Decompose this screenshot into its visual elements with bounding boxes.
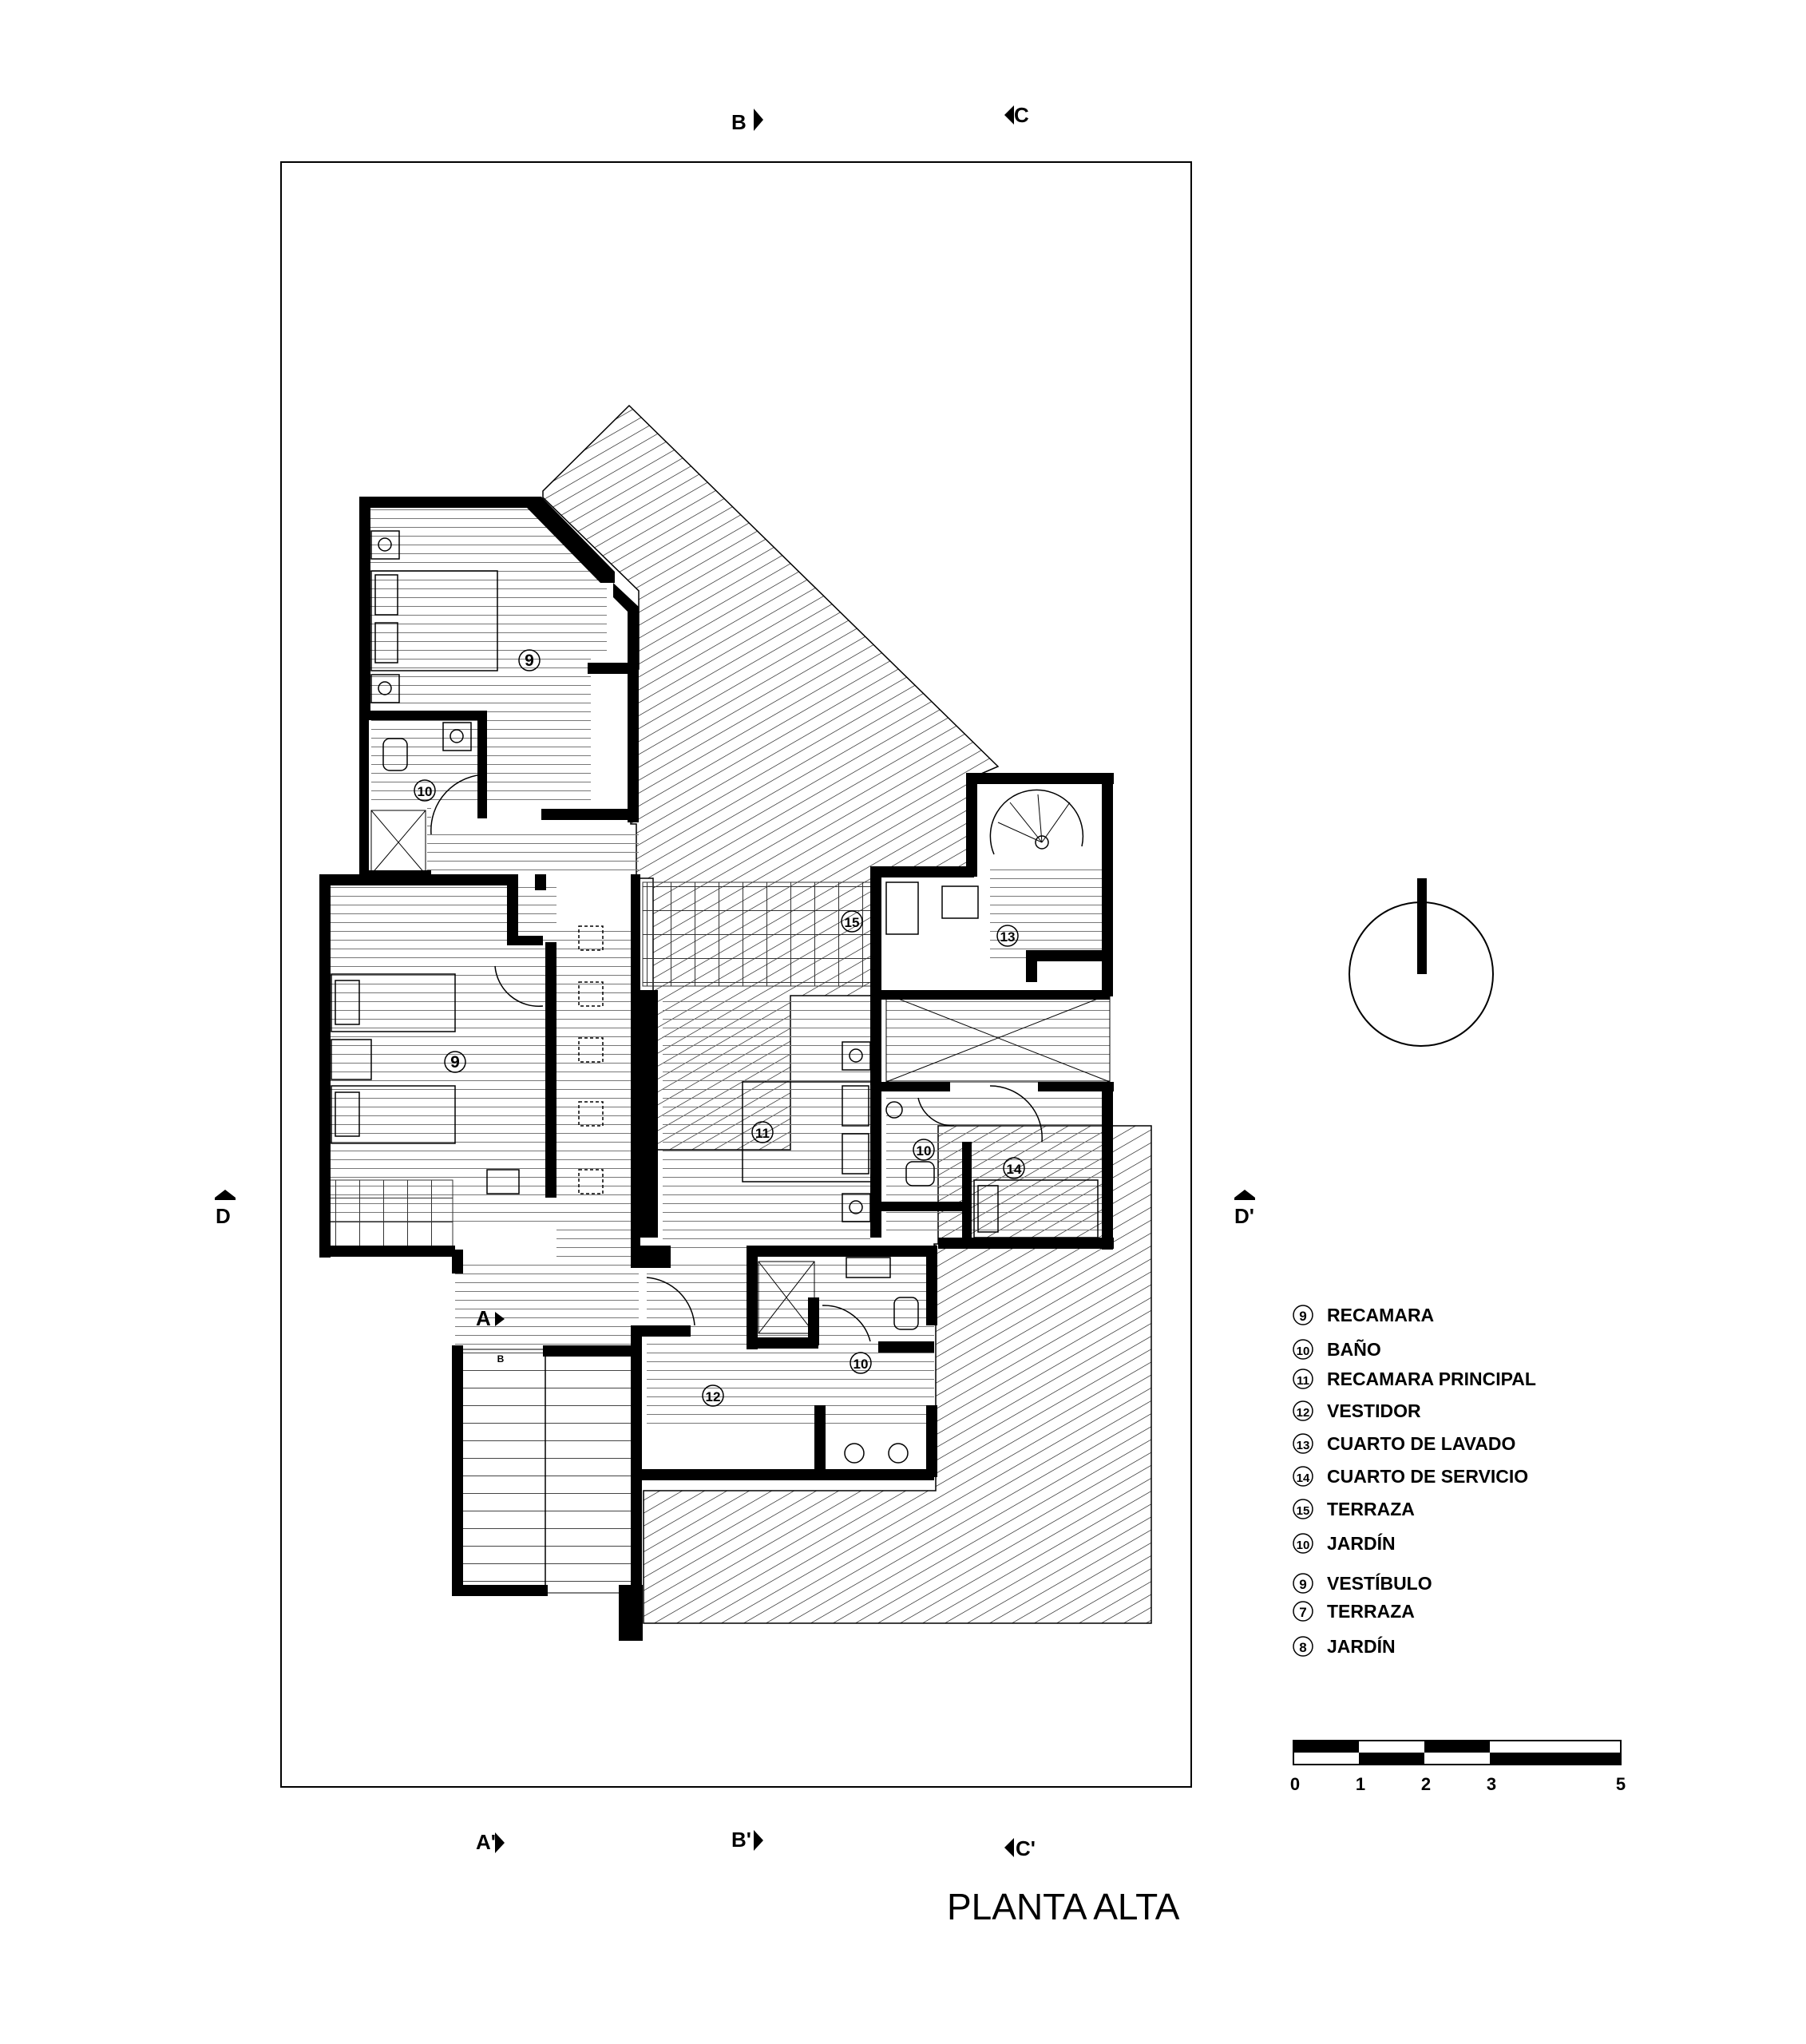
section-label-c-bottom: C' bbox=[1016, 1836, 1036, 1860]
hatched-garden-bottom bbox=[643, 1125, 1152, 1624]
floor-laundry bbox=[990, 862, 1102, 966]
terrace-15-tiles bbox=[642, 881, 879, 987]
site-boundary bbox=[280, 161, 1192, 1788]
scale-label: 0 bbox=[1290, 1774, 1300, 1794]
closet-tiles bbox=[328, 1179, 453, 1254]
page-title: PLANTA ALTA bbox=[947, 1886, 1180, 1927]
room-number-circles bbox=[414, 649, 1025, 1407]
furniture bbox=[331, 530, 1099, 1464]
scale-label: 5 bbox=[1616, 1774, 1626, 1794]
legend-item: RECAMARA PRINCIPAL bbox=[1327, 1369, 1536, 1389]
section-label-c-top: C bbox=[1014, 103, 1029, 127]
section-markers bbox=[215, 105, 1255, 1857]
section-label-b-bottom: B' bbox=[731, 1828, 751, 1852]
legend-item: RECAMARA bbox=[1327, 1305, 1434, 1325]
legend-num: 15 bbox=[1297, 1504, 1310, 1518]
legend-circles bbox=[1293, 1305, 1313, 1657]
legend-num: 13 bbox=[1297, 1439, 1310, 1452]
legend-num: 7 bbox=[1299, 1605, 1306, 1620]
legend-item: CUARTO DE LAVADO bbox=[1327, 1433, 1515, 1454]
legend-num: 10 bbox=[1297, 1539, 1310, 1552]
legend-item: JARDÍN bbox=[1327, 1532, 1396, 1554]
legend-num: 8 bbox=[1299, 1640, 1306, 1655]
room-num-12: 12 bbox=[706, 1389, 721, 1404]
floor-bedroom-9-top bbox=[366, 505, 639, 874]
room-num-11: 11 bbox=[755, 1126, 770, 1141]
walls bbox=[319, 497, 1114, 1641]
floor-vestibulo bbox=[455, 1258, 639, 1353]
main-stair bbox=[454, 1349, 640, 1594]
legend-num: 9 bbox=[1299, 1309, 1306, 1324]
legend-num: 14 bbox=[1297, 1472, 1310, 1485]
legend-item: JARDÍN bbox=[1327, 1635, 1396, 1657]
legend-item: VESTIDOR bbox=[1327, 1400, 1421, 1421]
legend-num: 11 bbox=[1297, 1374, 1309, 1388]
scale-label: 1 bbox=[1356, 1774, 1365, 1794]
stair-direction-mark: B bbox=[497, 1353, 505, 1365]
room-num-14: 14 bbox=[1007, 1162, 1022, 1177]
room-num-13: 13 bbox=[1000, 929, 1016, 945]
legend-item: CUARTO DE SERVICIO bbox=[1327, 1466, 1528, 1487]
legend-num: 12 bbox=[1297, 1406, 1310, 1420]
room-num-10-low: 10 bbox=[853, 1357, 869, 1372]
scale-label: 3 bbox=[1487, 1774, 1496, 1794]
legend-item: TERRAZA bbox=[1327, 1601, 1415, 1622]
legend-item: BAÑO bbox=[1327, 1338, 1381, 1360]
legend-item: VESTÍBULO bbox=[1327, 1572, 1432, 1594]
section-label-d-left: D bbox=[216, 1204, 231, 1228]
scale-bar bbox=[1293, 1740, 1622, 1765]
room-num-10-top: 10 bbox=[418, 784, 433, 799]
legend-num: 9 bbox=[1299, 1577, 1306, 1592]
legend-num: 10 bbox=[1297, 1345, 1310, 1358]
legend-item: TERRAZA bbox=[1327, 1499, 1415, 1519]
section-label-b-top: B bbox=[731, 110, 747, 134]
room-num-9-top: 9 bbox=[525, 652, 534, 670]
section-label-a-inside: A bbox=[476, 1306, 491, 1330]
spiral-stair bbox=[989, 789, 1084, 855]
room-num-10-mid: 10 bbox=[917, 1143, 932, 1159]
section-label-a-bottom: A' bbox=[476, 1830, 496, 1854]
room-num-9-mid: 9 bbox=[450, 1053, 460, 1072]
scale-label: 2 bbox=[1421, 1774, 1431, 1794]
room-num-15: 15 bbox=[845, 915, 860, 930]
floor-master bbox=[663, 994, 870, 1250]
north-arrow-icon bbox=[1349, 878, 1494, 1047]
floor-corridor bbox=[556, 926, 636, 1270]
section-label-d-right: D' bbox=[1234, 1204, 1254, 1228]
